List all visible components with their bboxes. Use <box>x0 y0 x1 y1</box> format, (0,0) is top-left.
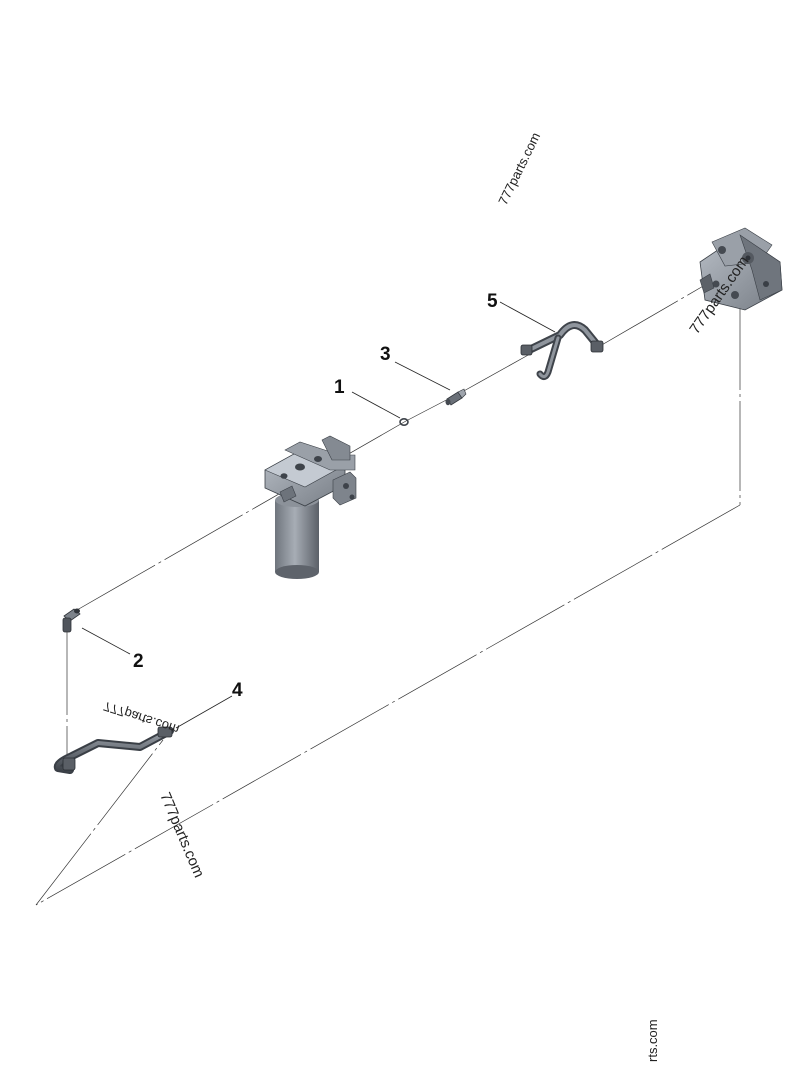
watermark-top: 777parts.com <box>495 130 543 207</box>
leader-lines <box>81 301 556 729</box>
watermark-middle-mirrored: 777parts.com <box>102 699 182 738</box>
callout-3[interactable]: 3 <box>380 344 391 365</box>
watermark-left: 777parts.com <box>156 790 207 880</box>
callout-4[interactable]: 4 <box>232 680 243 701</box>
callout-5[interactable]: 5 <box>487 291 498 312</box>
lower-fuel-tube-part[interactable] <box>53 726 174 774</box>
fitting-part[interactable] <box>445 388 467 406</box>
watermark-bottom: rts.com <box>645 1019 660 1062</box>
assembly-lines <box>35 284 741 906</box>
fuel-pump-assembly[interactable] <box>699 227 783 311</box>
o-ring-part[interactable] <box>399 417 409 426</box>
elbow-fitting-part[interactable] <box>62 608 81 633</box>
callout-2[interactable]: 2 <box>133 651 144 672</box>
callout-labels: 1 2 3 4 5 <box>133 291 498 701</box>
callout-1[interactable]: 1 <box>334 377 345 398</box>
watermarks: 777parts.com 777parts.com 777parts.com 7… <box>102 130 753 1062</box>
upper-fuel-tube-part[interactable] <box>520 321 604 381</box>
fuel-filter-assembly[interactable] <box>264 435 357 579</box>
